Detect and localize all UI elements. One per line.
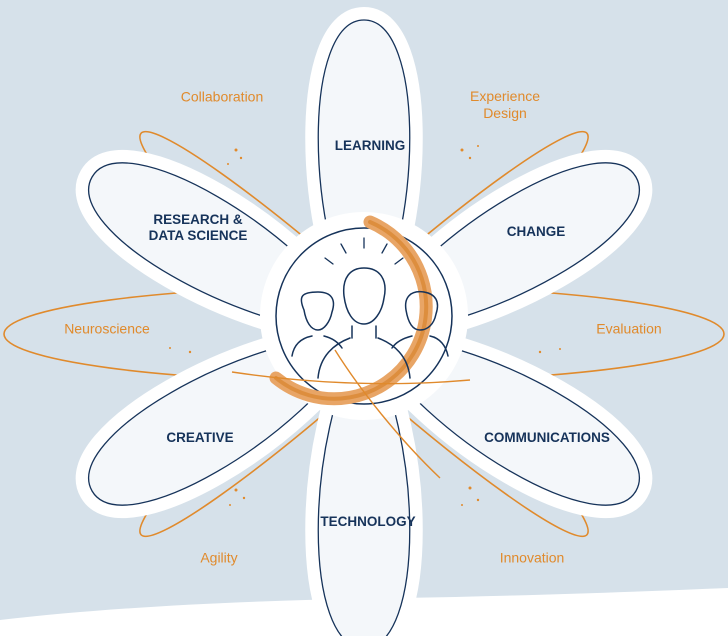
orbit-front-strands <box>231 349 471 479</box>
label-neuroscience: Neuroscience <box>64 320 150 337</box>
label-innovation: Innovation <box>499 549 565 566</box>
team-of-three-people-icon <box>291 267 449 379</box>
label-evaluation: Evaluation <box>596 320 662 337</box>
label-technology: TECHNOLOGY <box>320 513 416 529</box>
sparkle-dots <box>169 145 561 506</box>
label-collaboration: Collaboration <box>180 88 264 105</box>
label-communications: COMMUNICATIONS <box>484 429 610 445</box>
label-agility: Agility <box>200 549 238 566</box>
label-experience-design: Experience Design <box>469 88 541 121</box>
label-research-data-science: RESEARCH & DATA SCIENCE <box>148 211 248 243</box>
label-change: CHANGE <box>506 223 566 239</box>
label-creative: CREATIVE <box>166 429 234 445</box>
label-learning: LEARNING <box>334 137 406 153</box>
lightbulb-rays-icon <box>324 237 404 265</box>
